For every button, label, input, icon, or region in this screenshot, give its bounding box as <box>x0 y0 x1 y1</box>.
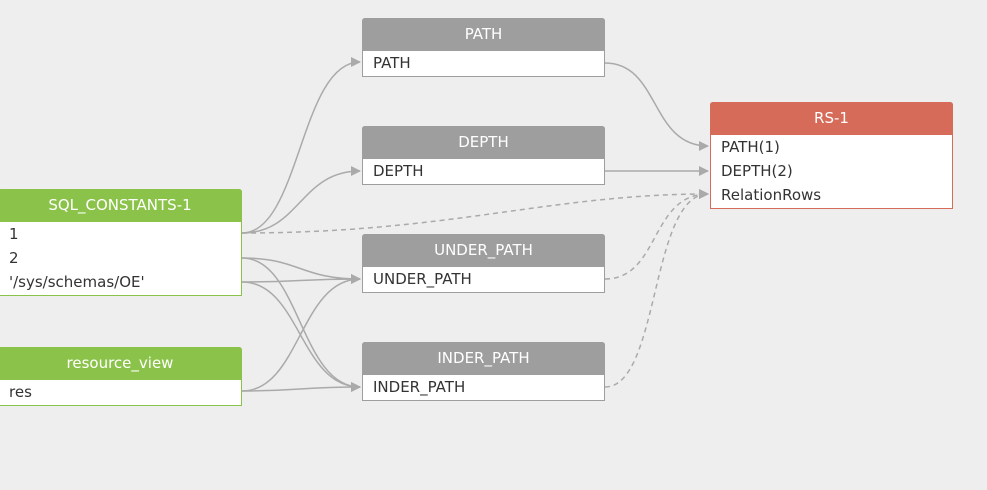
edge-path-to-rs-path <box>604 62 709 151</box>
edge-under-path-to-relationrows <box>604 189 709 280</box>
node-depth[interactable]: DEPTH DEPTH <box>362 126 605 185</box>
edge-const1-to-relationrows <box>241 189 709 234</box>
edge-const1-to-path <box>241 57 361 234</box>
node-row: 1 <box>9 225 19 243</box>
node-path[interactable]: PATH PATH <box>362 18 605 77</box>
edge-const2-to-under-path <box>241 257 361 284</box>
edge-const2-to-inder-path <box>241 257 361 392</box>
node-row: PATH(1) <box>721 138 780 156</box>
node-header: resource_view <box>0 347 242 380</box>
node-row: DEPTH <box>373 162 424 180</box>
edge-const3-to-under-path <box>241 274 361 285</box>
node-header: INDER_PATH <box>362 342 605 375</box>
node-header: RS-1 <box>710 102 953 135</box>
node-header: DEPTH <box>362 126 605 159</box>
node-sql-constants-1[interactable]: SQL_CONSTANTS-1 1 2 '/sys/schemas/OE' <box>0 189 242 296</box>
node-under-path[interactable]: UNDER_PATH UNDER_PATH <box>362 234 605 293</box>
node-row: PATH <box>373 54 411 72</box>
node-header: PATH <box>362 18 605 51</box>
edge-const1-to-depth <box>241 166 361 234</box>
node-row: RelationRows <box>721 186 822 204</box>
node-header: UNDER_PATH <box>362 234 605 267</box>
node-row: '/sys/schemas/OE' <box>9 273 145 291</box>
node-inder-path[interactable]: INDER_PATH INDER_PATH <box>362 342 605 401</box>
edge-inder-path-to-relationrows <box>604 189 709 388</box>
node-header: SQL_CONSTANTS-1 <box>0 189 242 222</box>
node-rs-1[interactable]: RS-1 PATH(1) DEPTH(2) RelationRows <box>710 102 953 209</box>
node-resource-view[interactable]: resource_view res <box>0 347 242 406</box>
node-row: 2 <box>9 249 19 267</box>
edge-res-to-inder-path <box>241 382 361 393</box>
node-row: DEPTH(2) <box>721 162 793 180</box>
edge-res-to-under-path <box>241 274 361 392</box>
node-row: UNDER_PATH <box>373 270 472 288</box>
node-row: INDER_PATH <box>373 378 466 396</box>
node-row: res <box>9 383 32 401</box>
